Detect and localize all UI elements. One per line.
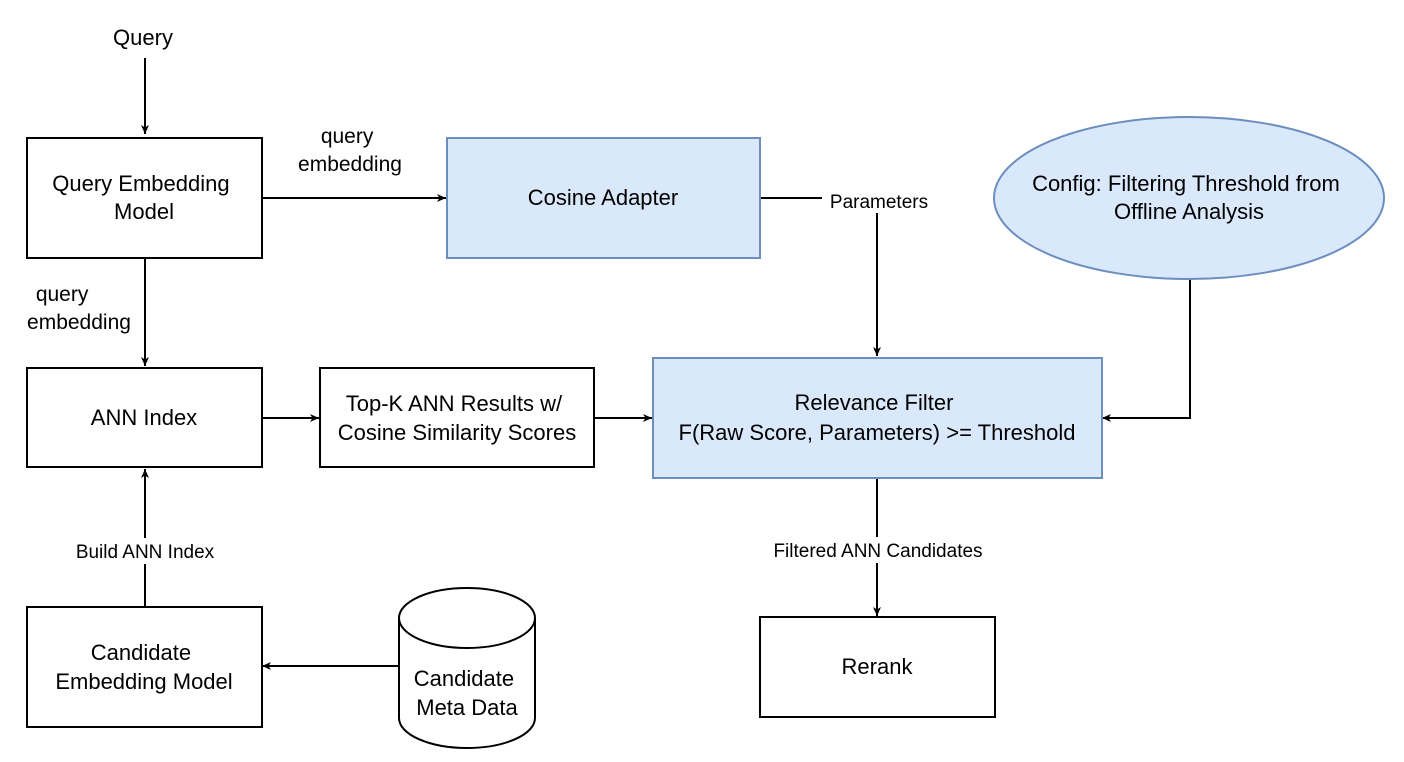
edge-config-to-relevance-filter [1102,280,1191,422]
node-candidate-embedding-model-label: Candidate Embedding Model [55,640,232,694]
node-cosine-adapter-label: Cosine Adapter [528,185,678,210]
edge-label-parameters: Parameters [830,192,928,213]
node-candidate-meta-data-label: Candidate Meta Data [414,666,520,720]
node-config: Config: Filtering Threshold from Offline… [993,116,1385,280]
edge-label-query-embedding-left: query embedding [27,283,131,334]
node-ann-index-label: ANN Index [91,405,197,430]
node-relevance-filter-label: Relevance Filter F(Raw Score, Parameters… [679,390,1076,445]
node-topk-results-label: Top-K ANN Results w/ Cosine Similarity S… [338,391,576,445]
edge-labels: query embedding query embedding Paramete… [27,125,1000,564]
node-candidate-meta-data: Candidate Meta Data [398,587,536,749]
nodes: Query Query Embedding Model Cosine Adapt… [26,25,1385,749]
node-rerank: Rerank [759,616,996,718]
edge-label-filtered-candidates: Filtered ANN Candidates [773,541,982,562]
edge-label-build-ann-index: Build ANN Index [76,542,215,563]
node-query-embedding-model-label: Query Embedding Model [52,171,235,224]
node-query: Query [113,25,173,50]
node-config-label: Config: Filtering Threshold from Offline… [1032,171,1346,224]
node-rerank-label: Rerank [842,654,914,679]
node-relevance-filter: Relevance Filter F(Raw Score, Parameters… [652,357,1103,479]
edges [141,58,1191,670]
node-cosine-adapter: Cosine Adapter [446,137,761,259]
node-query-embedding-model: Query Embedding Model [26,137,263,259]
node-candidate-embedding-model: Candidate Embedding Model [26,606,263,728]
node-ann-index: ANN Index [26,367,263,468]
edge-label-query-embedding-top: query embedding [298,125,402,176]
node-topk-results: Top-K ANN Results w/ Cosine Similarity S… [319,367,595,468]
